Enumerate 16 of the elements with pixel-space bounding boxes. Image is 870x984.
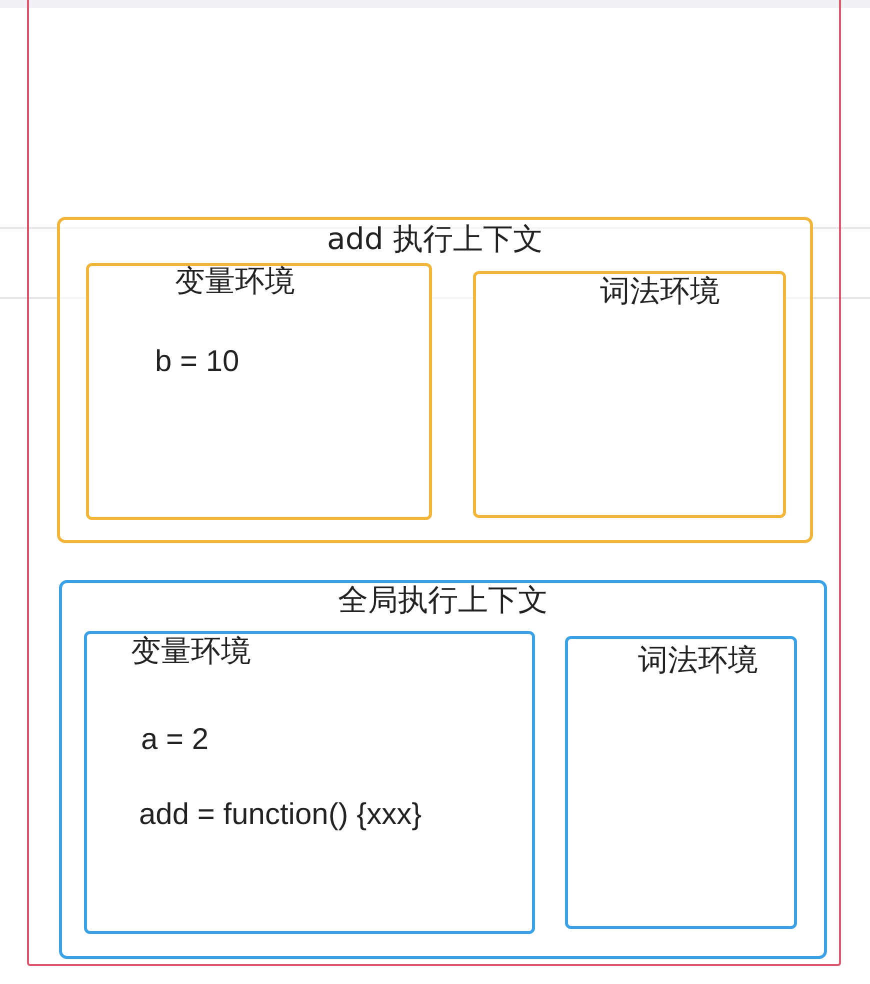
box-title: 全局执行上下文 — [337, 583, 549, 619]
frame-box — [27, 0, 841, 966]
variable-entry: b = 10 — [155, 344, 240, 380]
box-title: 词法环境 — [600, 274, 720, 310]
variable-entry: add = function() {xxx} — [139, 797, 422, 833]
environment-box — [473, 271, 786, 518]
context-box — [57, 217, 813, 543]
box-title: 词法环境 — [638, 643, 758, 679]
box-title: 变量环境 — [131, 634, 251, 670]
box-title: add 执行上下文 — [326, 222, 544, 258]
context-box — [59, 580, 827, 959]
box-title: 变量环境 — [175, 264, 295, 300]
variable-entry: a = 2 — [141, 722, 209, 758]
environment-box — [86, 263, 432, 520]
environment-box — [84, 631, 535, 934]
environment-box — [565, 636, 797, 929]
